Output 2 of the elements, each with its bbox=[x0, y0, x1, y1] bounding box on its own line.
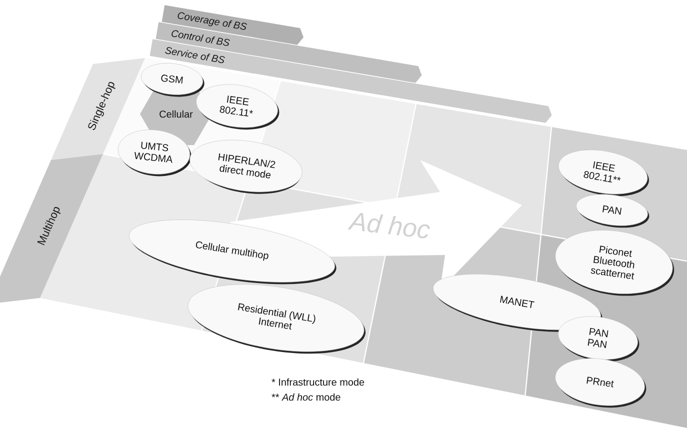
footnote: * Infrastructure mode bbox=[272, 378, 364, 386]
footnote: ** Ad hoc mode bbox=[272, 393, 340, 401]
